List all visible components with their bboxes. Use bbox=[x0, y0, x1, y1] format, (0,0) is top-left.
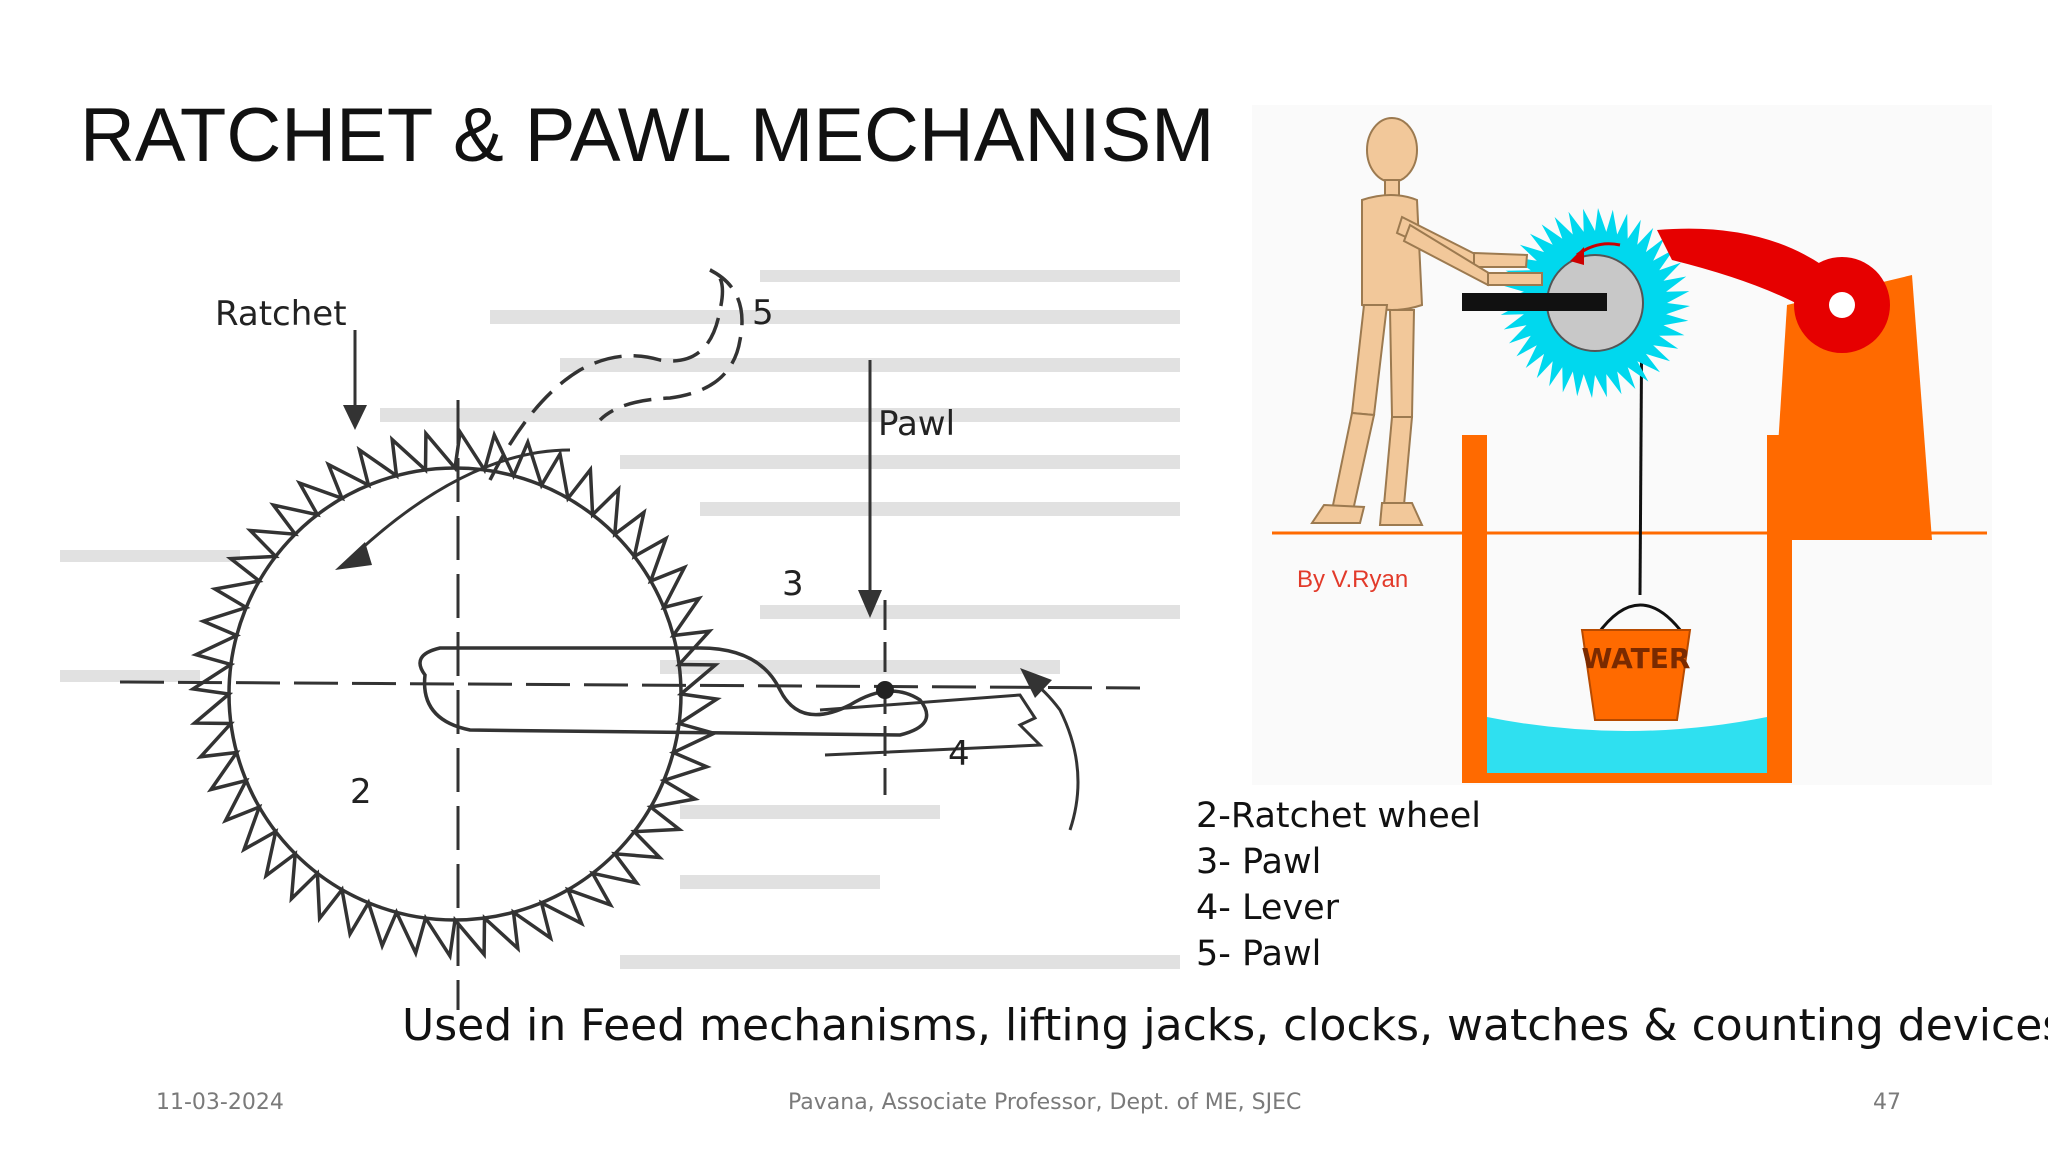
footer-author: Pavana, Associate Professor, Dept. of ME… bbox=[788, 1090, 1302, 1115]
credit-text: By V.Ryan bbox=[1297, 566, 1408, 593]
legend-item: 5- Pawl bbox=[1196, 934, 1322, 974]
label-2: 2 bbox=[350, 772, 372, 812]
pawl-3 bbox=[418, 646, 929, 737]
pawl-red bbox=[1657, 228, 1860, 345]
rotation-arrow bbox=[358, 448, 571, 552]
lever-rotation-arrow-head bbox=[1020, 668, 1052, 698]
ratchet-pawl-diagram: Ratchet Pawl 2 3 4 5 bbox=[60, 268, 1180, 1010]
background-text bbox=[60, 270, 1180, 969]
ratchet-label: Ratchet bbox=[215, 294, 347, 334]
rotation-arrow-head bbox=[335, 542, 372, 570]
bucket-handle bbox=[1595, 603, 1686, 636]
crank-handle bbox=[1462, 293, 1607, 311]
caption: Used in Feed mechanisms, lifting jacks, … bbox=[402, 1000, 2048, 1051]
well-ratchet-illustration: WATER By V.Ryan bbox=[1252, 105, 1992, 785]
well-floor bbox=[1462, 773, 1792, 783]
pawl-pivot-hole bbox=[1829, 292, 1855, 318]
pawl-5-outline-2 bbox=[598, 268, 744, 422]
lever-rotation-arrow bbox=[1029, 678, 1080, 831]
pawl-pointer-head bbox=[858, 590, 882, 618]
horizontal-centre-line bbox=[119, 680, 1141, 690]
mannequin-figure bbox=[1310, 117, 1543, 526]
well-wall-left bbox=[1462, 435, 1487, 775]
pawl-pivot bbox=[876, 681, 894, 699]
legend: 2-Ratchet wheel 3- Pawl 4- Lever 5- Pawl bbox=[1196, 793, 1481, 977]
legend-item: 3- Pawl bbox=[1196, 842, 1322, 882]
slide-title: RATCHET & PAWL MECHANISM bbox=[80, 93, 1215, 178]
water bbox=[1487, 717, 1767, 773]
footer-date: 11-03-2024 bbox=[156, 1090, 284, 1115]
ratchet-wheel bbox=[188, 427, 722, 961]
pawl-label: Pawl bbox=[878, 404, 955, 444]
bucket bbox=[1580, 629, 1692, 721]
pawl-5-outline bbox=[488, 268, 725, 481]
legend-item: 2-Ratchet wheel bbox=[1196, 796, 1482, 836]
label-4: 4 bbox=[948, 734, 970, 774]
bucket-label: WATER bbox=[1582, 642, 1691, 675]
label-5: 5 bbox=[752, 293, 774, 333]
legend-item: 4- Lever bbox=[1196, 888, 1340, 928]
gear-rotation-arrow-head bbox=[1570, 247, 1584, 265]
ratchet-wheel-rim bbox=[227, 466, 683, 922]
page-number: 47 bbox=[1873, 1090, 1901, 1115]
well-wall-right bbox=[1767, 435, 1792, 775]
lever-4 bbox=[819, 693, 1044, 757]
label-3: 3 bbox=[782, 564, 804, 604]
ratchet-pointer-head bbox=[343, 405, 367, 430]
